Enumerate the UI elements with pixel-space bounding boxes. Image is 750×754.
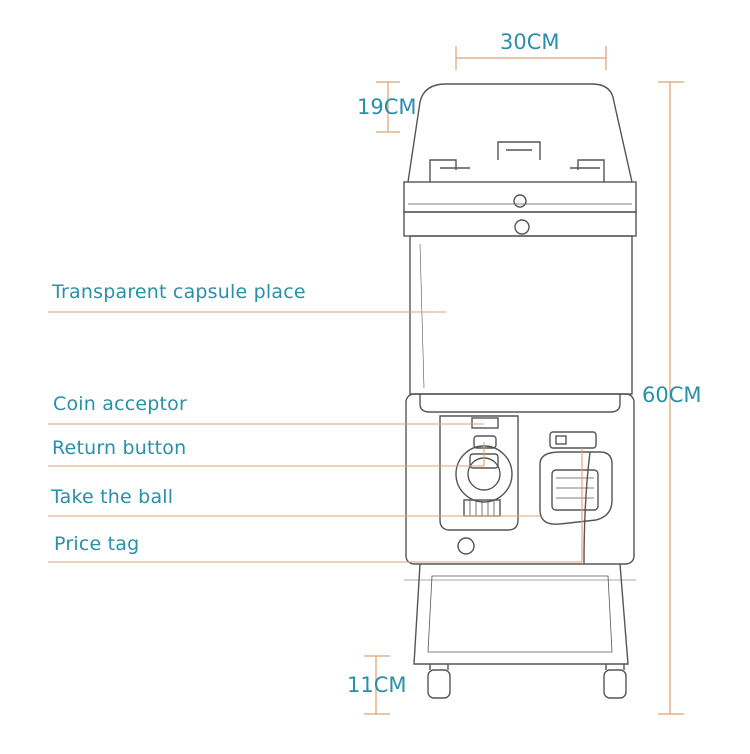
top-height-dimension-label: 19CM: [357, 95, 417, 119]
price-tag-slot: [549, 431, 597, 449]
wheel-right: [603, 669, 627, 699]
wheel-left: [427, 669, 451, 699]
coin-slot: [471, 417, 499, 429]
return-button: [473, 435, 497, 449]
machine-band: [403, 211, 637, 237]
width-dimension-label: 30CM: [500, 30, 560, 54]
capsule-outlet: [539, 451, 613, 525]
lock-icon: [514, 219, 530, 235]
coin-panel: [439, 415, 519, 531]
capsule-window: [409, 235, 633, 395]
wheel-height-dimension-label: 11CM: [347, 673, 407, 697]
callout-return-button: Return button: [52, 437, 187, 459]
machine-lower-body: [405, 393, 635, 565]
total-height-dimension-label: 60CM: [642, 383, 702, 407]
machine-top-dome: [407, 83, 633, 183]
machine-stand: [413, 563, 629, 665]
callout-price-tag: Price tag: [54, 533, 140, 555]
callout-coin-acceptor: Coin acceptor: [53, 393, 188, 415]
callout-take-the-ball: Take the ball: [51, 486, 174, 508]
tray-knob-icon: [513, 194, 527, 208]
bottom-knob-icon: [457, 537, 475, 555]
callout-transparent-capsule-place: Transparent capsule place: [52, 281, 306, 303]
